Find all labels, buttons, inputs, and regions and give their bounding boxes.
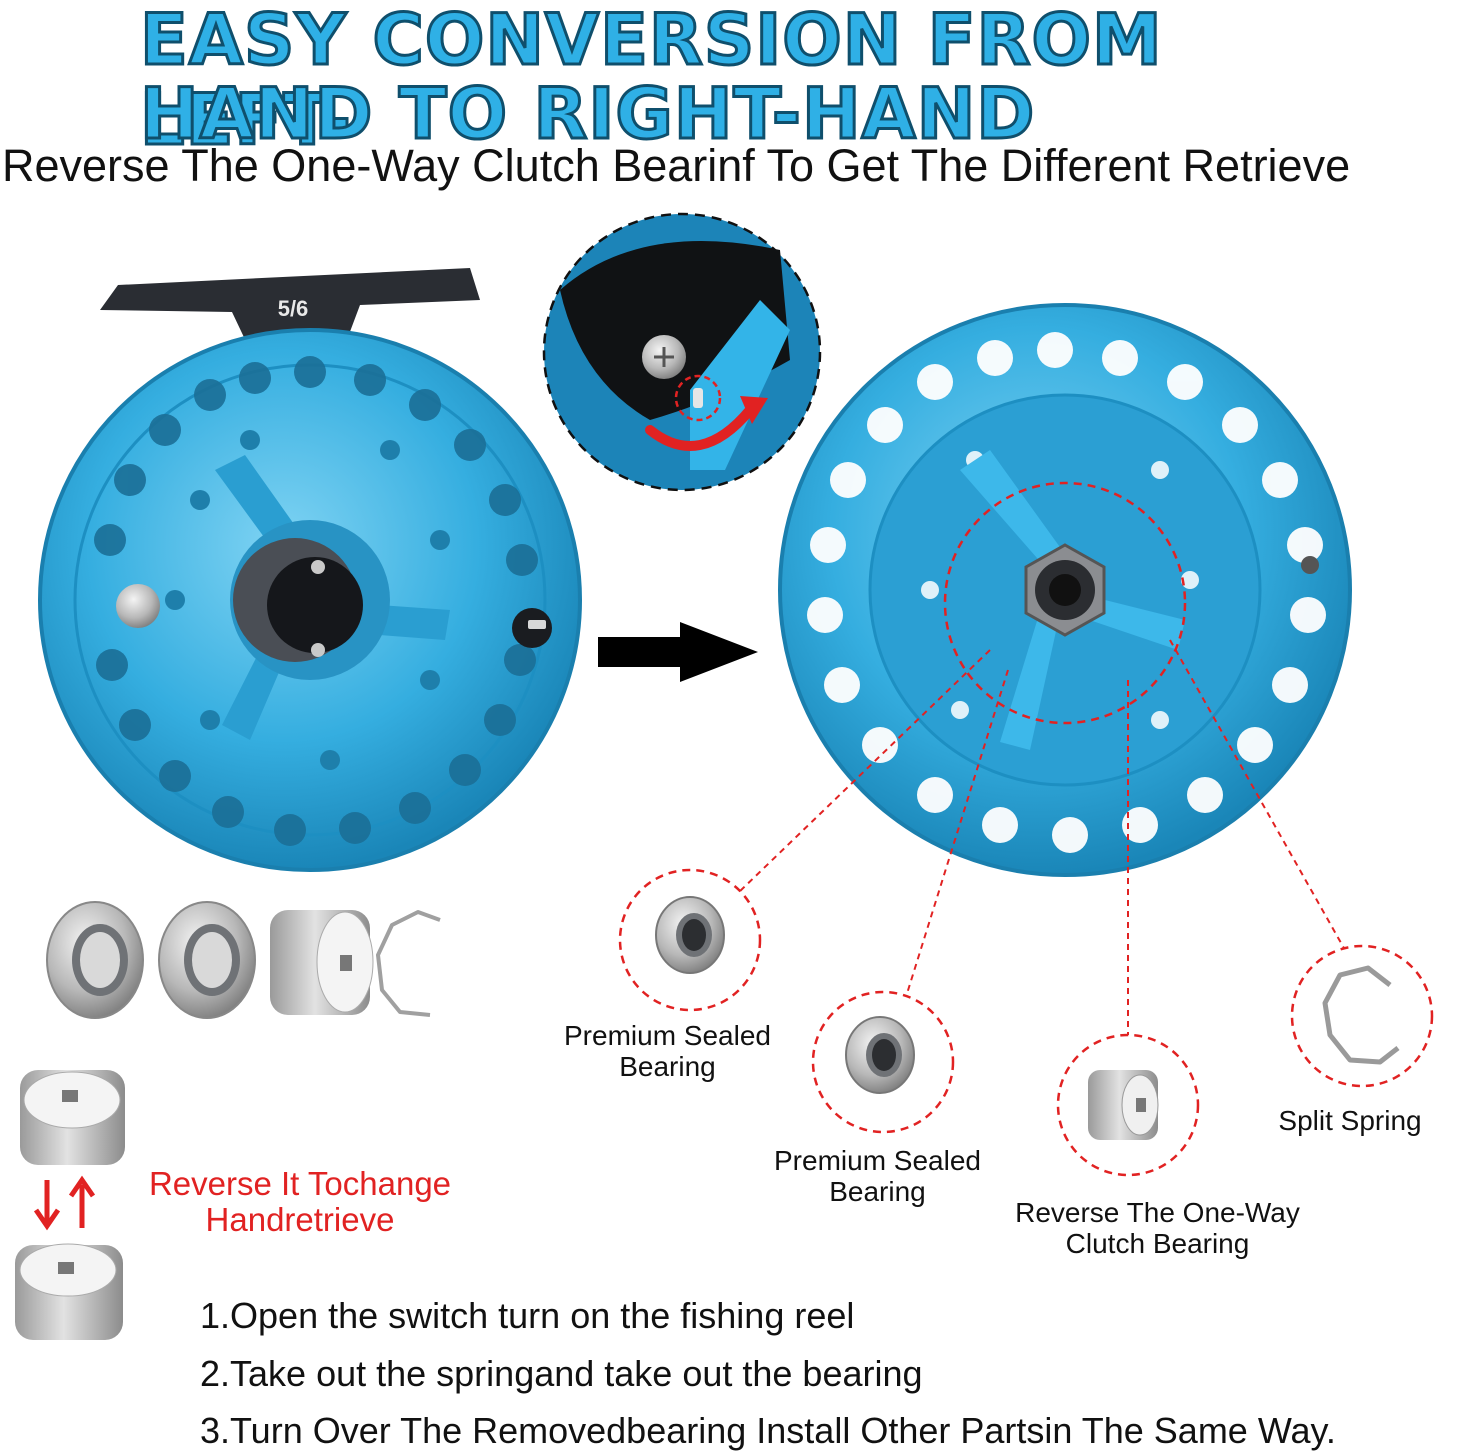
rotate-arrow-icon — [645, 405, 755, 451]
parts-row — [46, 901, 441, 1019]
reel-handle — [116, 584, 160, 628]
reverse-note: Reverse It Tochange Handretrieve — [148, 1165, 452, 1238]
label-clutch: Reverse The One-Way Clutch Bearing — [1015, 1197, 1300, 1259]
subtitle: Reverse The One-Way Clutch Bearinf To Ge… — [2, 140, 1351, 191]
label-bearing-2: Premium Sealed Bearing — [774, 1145, 981, 1207]
step-1: 1.Open the switch turn on the fishing re… — [200, 1295, 855, 1336]
reel-size-label: 5/6 — [278, 296, 309, 321]
headline-line-2: HAND TO RIGHT-HAND — [139, 73, 1036, 156]
drag-knob — [267, 557, 363, 653]
callout-bearing-2 — [811, 990, 955, 1134]
right-spool — [778, 303, 1352, 877]
step-3: 3.Turn Over The Removedbearing Install O… — [200, 1410, 1336, 1451]
callout-bearing-1 — [618, 868, 762, 1012]
swap-arrows-icon — [33, 1175, 96, 1231]
label-bearing-1: Premium Sealed Bearing — [564, 1020, 771, 1082]
left-reel — [38, 268, 582, 872]
step-2: 2.Take out the springand take out the be… — [200, 1353, 923, 1394]
reel-foot — [100, 268, 480, 350]
headline-line-1: EASY CONVERSION FROM LEFT- — [139, 0, 1164, 162]
right-arrow-icon — [598, 622, 758, 682]
callout-clutch — [1056, 1033, 1200, 1177]
label-spring: Split Spring — [1278, 1105, 1422, 1136]
leader-lines — [737, 639, 1346, 1040]
hub-highlight-circle — [943, 481, 1187, 725]
zoom-detail — [542, 212, 822, 492]
callout-spring — [1290, 944, 1434, 1088]
reverse-sleeves — [15, 1070, 125, 1340]
